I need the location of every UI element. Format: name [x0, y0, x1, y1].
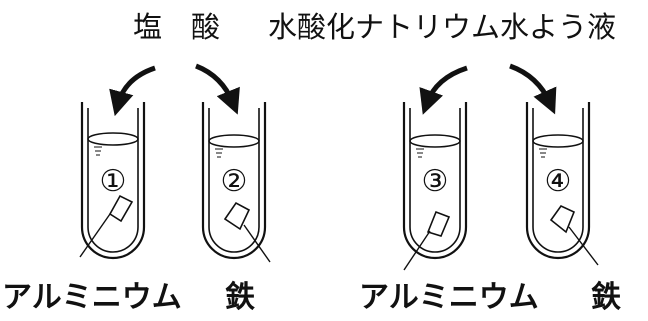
metal-label-aluminum-1: アルミニウム: [2, 280, 182, 315]
tube-number-2: ②: [221, 164, 248, 199]
tube-number-1: ①: [100, 164, 127, 199]
test-tube-2: [201, 102, 271, 263]
test-tube-3: [402, 102, 468, 271]
iron-piece-4: [549, 204, 599, 266]
arrow-to-tube-2: [195, 63, 240, 115]
arrow-to-tube-4: [509, 63, 557, 115]
metal-label-aluminum-3: アルミニウム: [359, 280, 539, 315]
tube-number-3: ③: [422, 164, 449, 199]
hydrochloric-acid-label: 塩 酸: [133, 10, 221, 44]
test-tube-4: [525, 102, 599, 266]
tube-number-4: ④: [545, 164, 572, 199]
arrow-to-tube-1: [109, 65, 156, 117]
metal-label-iron-2: 鉄: [225, 280, 255, 315]
test-tube-1: [79, 102, 146, 260]
aluminum-piece-3: [403, 210, 451, 271]
arrow-to-tube-3: [419, 65, 468, 115]
iron-piece-2: [223, 201, 271, 263]
aluminum-piece-1: [79, 194, 134, 258]
sodium-hydroxide-solution-label: 水酸化ナトリウム水よう液: [268, 10, 617, 44]
metal-label-iron-4: 鉄: [591, 280, 621, 315]
